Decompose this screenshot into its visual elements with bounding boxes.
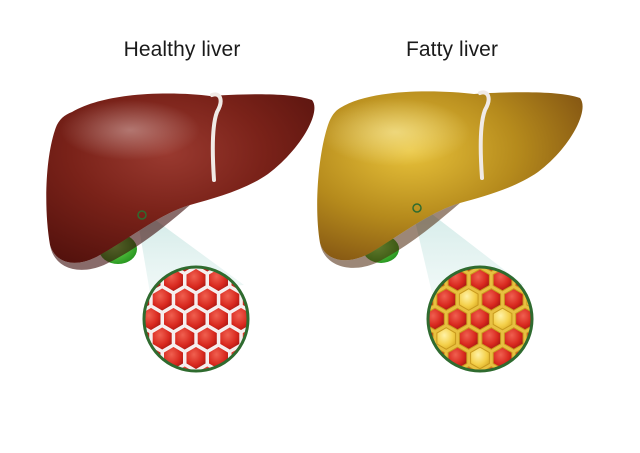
fatty-cell-grid bbox=[403, 267, 557, 371]
hepatocyte-cell bbox=[481, 327, 502, 350]
fat-droplet-cell bbox=[458, 288, 479, 311]
fat-droplet-cell bbox=[436, 327, 457, 350]
hepatocyte-cell bbox=[403, 308, 422, 330]
fatty-liver-label: Fatty liver bbox=[405, 38, 499, 61]
hepatocyte-cell bbox=[218, 286, 241, 313]
hepatocyte-cell bbox=[196, 325, 219, 352]
fat-droplet-cell bbox=[492, 307, 513, 331]
hepatocyte-cell bbox=[481, 267, 502, 272]
hepatocyte-cell bbox=[428, 346, 445, 370]
hepatocyte-cell bbox=[218, 325, 241, 352]
hepatocyte-cell bbox=[503, 288, 524, 311]
hepatocyte-cell bbox=[458, 327, 479, 350]
fatty-panel bbox=[317, 90, 583, 373]
hepatocyte-cell bbox=[503, 366, 524, 371]
hepatocyte-cell bbox=[196, 286, 219, 313]
hepatocyte-cell bbox=[515, 346, 532, 370]
fatty-liver-shadow bbox=[320, 203, 460, 268]
healthy-cell-lens-border bbox=[142, 265, 250, 373]
hepatocyte-cell bbox=[173, 325, 196, 352]
healthy-ligament bbox=[210, 92, 223, 182]
fatty-ligament bbox=[478, 90, 491, 180]
healthy-cell-grid bbox=[118, 267, 273, 371]
hepatocyte-cell bbox=[458, 267, 479, 272]
hepatocyte-cell bbox=[503, 267, 524, 272]
hepatocyte-cell bbox=[538, 308, 557, 330]
healthy-zoom-marker bbox=[137, 210, 147, 220]
hepatocyte-cell bbox=[151, 286, 174, 313]
hepatocyte-cell bbox=[436, 366, 457, 371]
hepatocyte-cell bbox=[151, 325, 174, 352]
hepatocyte-cell bbox=[144, 306, 162, 332]
healthy-panel bbox=[46, 92, 315, 373]
hepatocyte-cell bbox=[185, 345, 207, 371]
hepatocyte-cell bbox=[515, 307, 532, 331]
hepatocyte-cell bbox=[230, 345, 248, 371]
fatty-liver-highlight bbox=[320, 98, 470, 166]
hepatocyte-cell bbox=[218, 267, 241, 274]
hepatocyte-cell bbox=[447, 307, 468, 331]
hepatocyte-cell bbox=[196, 267, 219, 274]
hepatocyte-cell bbox=[470, 307, 490, 331]
hepatocyte-cell bbox=[118, 307, 139, 331]
hepatocyte-cell bbox=[481, 288, 502, 311]
hepatocyte-cell bbox=[207, 306, 230, 332]
healthy-liver-shadow bbox=[50, 205, 190, 270]
fatty-zoom-marker bbox=[412, 203, 422, 213]
hepatocyte-cell bbox=[162, 306, 185, 332]
hepatocyte-cell bbox=[428, 307, 445, 331]
hepatocyte-cell bbox=[144, 345, 162, 371]
hepatocyte-cell bbox=[230, 306, 248, 332]
hepatocyte-cell bbox=[185, 306, 207, 332]
hepatocyte-cell bbox=[173, 286, 196, 313]
healthy-liver-label: Healthy liver bbox=[123, 38, 241, 61]
hepatocyte-cell bbox=[253, 307, 273, 331]
hepatocyte-cell bbox=[436, 288, 457, 311]
hepatocyte-cell bbox=[515, 268, 532, 292]
hepatocyte-cell bbox=[151, 364, 174, 371]
hepatocyte-cell bbox=[173, 267, 196, 274]
hepatocyte-cell bbox=[218, 364, 241, 371]
hepatocyte-cell bbox=[470, 268, 490, 292]
fatty-cell-lens-border bbox=[426, 265, 534, 373]
hepatocyte-cell bbox=[503, 327, 524, 350]
fat-droplet-cell bbox=[470, 346, 490, 370]
hepatocyte-cell bbox=[185, 267, 207, 293]
healthy-liver-highlight bbox=[60, 100, 200, 160]
